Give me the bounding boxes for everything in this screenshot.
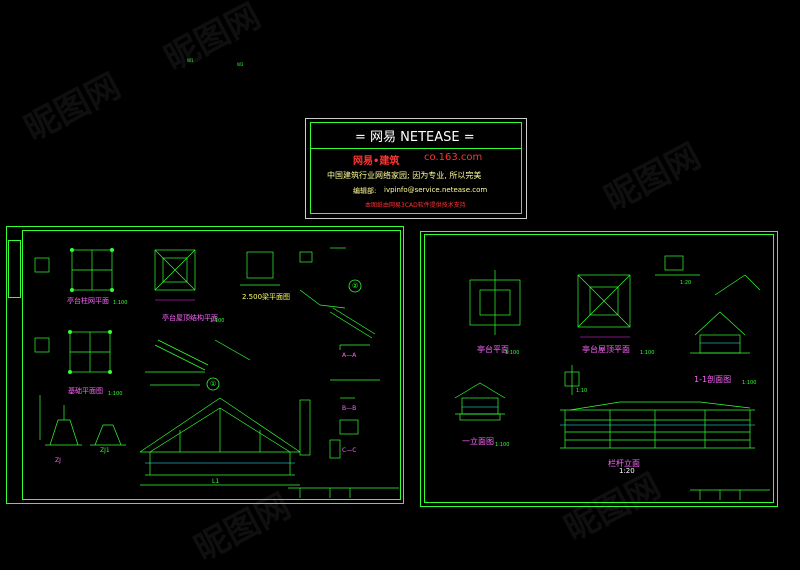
title-brand: 网易•建筑 xyxy=(353,156,400,167)
label-roof-plan-scale: 1:100 xyxy=(640,350,655,356)
label-column-grid: 亭台柱网平面 xyxy=(67,297,109,305)
label-detail-scale-b: 1:10 xyxy=(576,388,588,394)
title-block xyxy=(305,118,527,219)
title-email-label: 编辑部: xyxy=(353,187,377,195)
title-email[interactable]: ivpinfo@service.netease.com xyxy=(384,186,488,194)
label-elevation-scale: 1:100 xyxy=(495,442,510,448)
left-sheet-outer xyxy=(6,226,404,504)
label-zj: ZJ xyxy=(55,457,61,464)
label-beam-plan: 2.500梁平面图 xyxy=(242,293,291,301)
label-section-11-scale: 1:100 xyxy=(742,380,757,386)
label-section-11: 1-1剖面图 xyxy=(694,375,732,384)
label-elevation: 一立面图 xyxy=(462,437,494,446)
left-sheet-inner xyxy=(22,230,401,500)
title-divider xyxy=(310,148,521,149)
label-section-aa: A—A xyxy=(342,352,357,359)
tiny-mark: W1 xyxy=(187,58,194,63)
label-section-cc: C—C xyxy=(342,447,357,454)
label-zj1: ZJ1 xyxy=(100,447,110,454)
right-sheet-outer xyxy=(420,231,778,507)
title-slogan: 中国建筑行业网络家园; 因为专业, 所以完美 xyxy=(327,171,482,180)
title-note: 本图纸由网易3CAD软件提供技术支持 xyxy=(365,202,466,209)
label-detail-scale-a: 1:20 xyxy=(680,280,692,286)
title-domain: co.163.com xyxy=(424,152,483,163)
left-sheet-binding-strip xyxy=(8,240,21,298)
label-railing: 栏杆立面 xyxy=(608,459,640,468)
label-section-2-marker: ② xyxy=(352,282,359,290)
right-sheet-inner xyxy=(424,234,774,503)
label-foundation: 基础平面图 xyxy=(68,387,103,395)
label-roof-structure-scale: 1:100 xyxy=(210,318,225,324)
label-pavilion-plan: 亭台平面 xyxy=(477,345,509,354)
label-section-bb: B—B xyxy=(342,405,357,412)
label-railing-scale: 1:20 xyxy=(619,467,635,475)
title-block-inner xyxy=(310,122,522,214)
label-column-grid-scale: 1:100 xyxy=(113,300,128,306)
label-pavilion-plan-scale: 1:100 xyxy=(505,350,520,356)
label-foundation-scale: 1:100 xyxy=(108,391,123,397)
label-roof-structure: 亭台屋顶结构平面 xyxy=(162,314,218,322)
label-roof-plan: 亭台屋顶平面 xyxy=(582,345,630,354)
title-line-netease: = 网易 NETEASE = xyxy=(355,130,475,145)
label-l1: L1 xyxy=(212,478,220,485)
tiny-mark: W2 xyxy=(237,62,244,67)
label-section-1-marker: ① xyxy=(210,380,217,388)
